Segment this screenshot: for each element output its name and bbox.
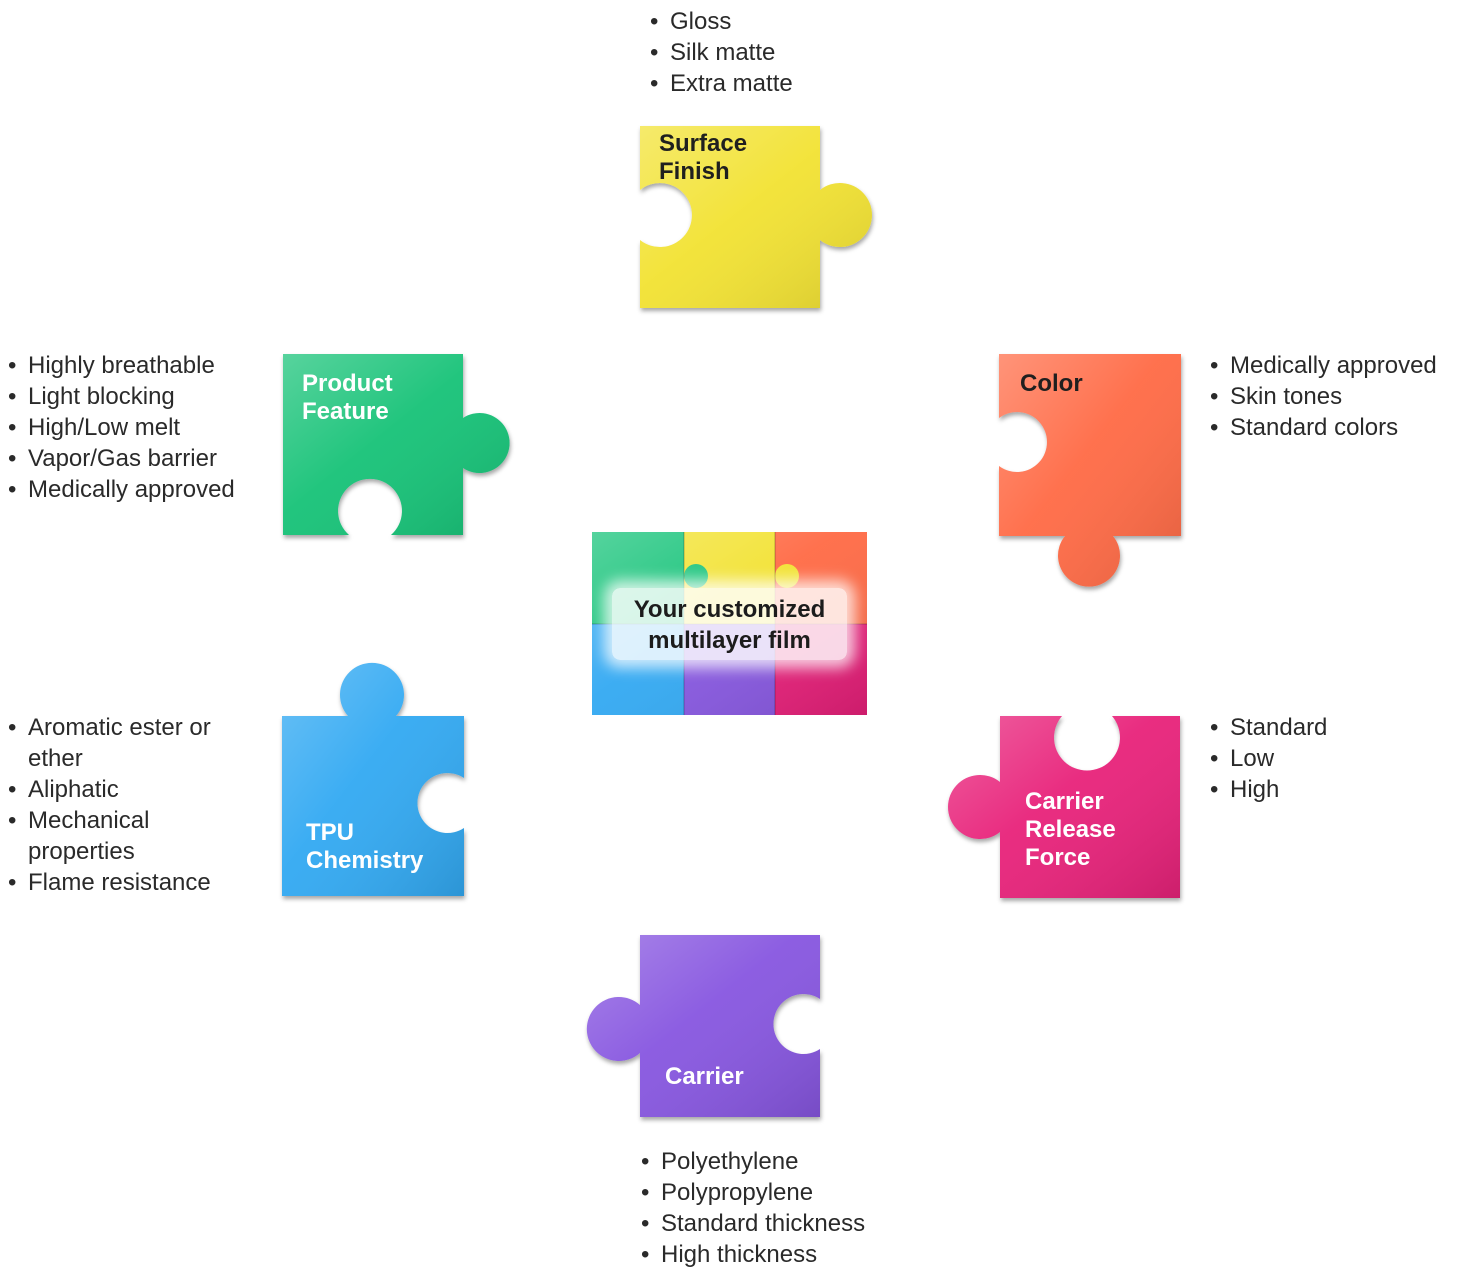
list-item: Aliphatic <box>8 774 218 805</box>
list-item: Light blocking <box>8 381 235 412</box>
list-item: Aromatic ester or ether <box>8 712 218 774</box>
carrier-label: Carrier <box>665 1063 744 1090</box>
color-label: Color <box>1020 370 1083 397</box>
product-feature-label: Product Feature <box>302 370 393 425</box>
list-item: Low <box>1210 743 1327 774</box>
list-item: High <box>1210 774 1327 805</box>
carrier-release-force-label: Carrier Release Force <box>1025 788 1116 871</box>
list-item: Skin tones <box>1210 381 1437 412</box>
carrier-release-force-piece: Carrier Release Force <box>946 716 1180 898</box>
tpu-chemistry-options: Aromatic ester or ether Aliphatic Mechan… <box>8 712 218 898</box>
list-item: Medically approved <box>8 474 235 505</box>
list-item: Polyethylene <box>641 1146 865 1177</box>
list-item: Standard thickness <box>641 1208 865 1239</box>
carrier-release-force-options: Standard Low High <box>1210 712 1327 805</box>
color-options: Medically approved Skin tones Standard c… <box>1210 350 1437 443</box>
carrier-piece: Carrier <box>586 935 820 1117</box>
surface-finish-piece: Surface Finish <box>640 126 872 308</box>
list-item: Vapor/Gas barrier <box>8 443 235 474</box>
list-item: Extra matte <box>650 68 793 99</box>
product-feature-piece: Product Feature <box>283 354 510 535</box>
list-item: High thickness <box>641 1239 865 1270</box>
carrier-options: Polyethylene Polypropylene Standard thic… <box>641 1146 865 1270</box>
color-piece: Color <box>999 354 1181 587</box>
list-item: Gloss <box>650 6 793 37</box>
surface-finish-label: Surface Finish <box>659 130 748 185</box>
list-item: Flame resistance <box>8 867 218 898</box>
list-item: Standard <box>1210 712 1327 743</box>
list-item: Silk matte <box>650 37 793 68</box>
surface-finish-options: Gloss Silk matte Extra matte <box>650 6 793 99</box>
list-item: High/Low melt <box>8 412 235 443</box>
list-item: Mechanical properties <box>8 805 218 867</box>
list-item: Medically approved <box>1210 350 1437 381</box>
list-item: Polypropylene <box>641 1177 865 1208</box>
list-item: Standard colors <box>1210 412 1437 443</box>
list-item: Highly breathable <box>8 350 235 381</box>
center-label: Your customized multilayer film <box>612 588 847 660</box>
tpu-chemistry-piece: TPU Chemistry <box>282 662 464 896</box>
product-feature-options: Highly breathable Light blocking High/Lo… <box>8 350 235 505</box>
tpu-chemistry-label: TPU Chemistry <box>306 819 424 874</box>
